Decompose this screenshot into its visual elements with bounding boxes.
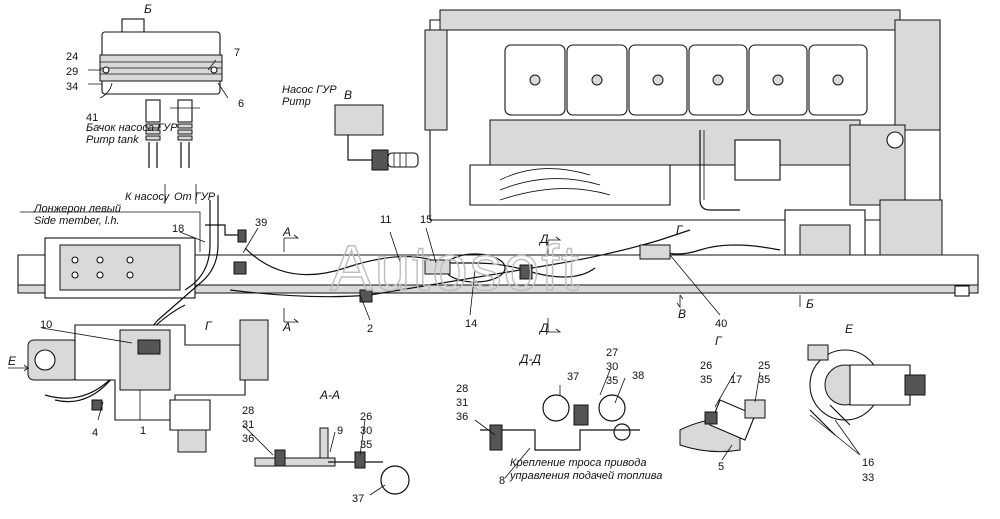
callout-1: 1 bbox=[140, 425, 146, 437]
callout-dd-36: 36 bbox=[456, 411, 468, 423]
section-label-aa: А-А bbox=[319, 388, 340, 402]
pump-tank bbox=[99, 18, 223, 168]
callout-24: 24 bbox=[66, 51, 78, 63]
callout-g-25: 25 bbox=[758, 360, 770, 372]
view-g bbox=[679, 399, 766, 453]
callout-39: 39 bbox=[255, 217, 267, 229]
callout-e-16: 16 bbox=[862, 457, 874, 469]
callout-dd-38: 38 bbox=[632, 370, 644, 382]
caption-cable-1: Крепление троса привода bbox=[510, 457, 647, 469]
view-label-e: Е bbox=[845, 322, 854, 336]
callout-g-35: 35 bbox=[700, 374, 712, 386]
callout-dd-37: 37 bbox=[567, 371, 579, 383]
caption-cable-2: управления подачей топлива bbox=[509, 470, 662, 482]
callout-15: 15 bbox=[420, 214, 432, 226]
view-label-v: В bbox=[344, 88, 352, 102]
callout-aa-37: 37 bbox=[352, 493, 364, 505]
callout-aa-35: 35 bbox=[360, 439, 372, 451]
callout-41: 41 bbox=[86, 112, 98, 124]
arrow-label-e: Е bbox=[8, 354, 17, 368]
arrow-label-d-top: Д bbox=[538, 232, 549, 246]
callout-dd-30: 30 bbox=[606, 361, 618, 373]
callout-dd-31: 31 bbox=[456, 397, 468, 409]
callout-10: 10 bbox=[40, 319, 52, 331]
arrow-label-a-bottom: А bbox=[282, 320, 291, 334]
view-e bbox=[807, 344, 926, 436]
caption-member-en: Side member, l.h. bbox=[34, 215, 120, 227]
section-label-dd: Д-Д bbox=[518, 352, 541, 366]
caption-from-pump: От ГУР bbox=[174, 191, 216, 203]
section-a-a bbox=[254, 427, 410, 495]
arrow-label-v: В bbox=[678, 307, 686, 321]
callout-29: 29 bbox=[66, 66, 78, 78]
view-label-b: Б bbox=[144, 2, 152, 16]
view-label-g: Г bbox=[715, 334, 723, 348]
callout-g-35b: 35 bbox=[758, 374, 770, 386]
callout-2: 2 bbox=[367, 323, 373, 335]
callout-4: 4 bbox=[92, 427, 98, 439]
callout-g-26: 26 bbox=[700, 360, 712, 372]
view-label-g-mark: Г bbox=[205, 319, 213, 333]
watermark: Autosoft bbox=[330, 232, 581, 304]
callout-aa-26: 26 bbox=[360, 411, 372, 423]
arrow-label-g: Г bbox=[676, 223, 684, 237]
caption-pump-ru: Насос ГУР bbox=[282, 84, 337, 96]
callouts: 24 29 34 41 7 6 18 39 11 15 10 4 1 2 14 … bbox=[40, 47, 874, 505]
caption-pump-en: Pump bbox=[282, 96, 311, 108]
section-d-d bbox=[480, 394, 640, 451]
callout-18: 18 bbox=[172, 223, 184, 235]
callout-6: 6 bbox=[238, 98, 244, 110]
pump-view-b bbox=[334, 104, 419, 171]
caption-tank-ru: Бачок насоса ГУР bbox=[86, 122, 178, 134]
callout-34: 34 bbox=[66, 81, 78, 93]
caption-to-pump: К насосу bbox=[125, 191, 171, 203]
callout-aa-30: 30 bbox=[360, 425, 372, 437]
caption-member-ru: Лонжерон левый bbox=[33, 203, 121, 215]
callout-g-5: 5 bbox=[718, 461, 724, 473]
callout-aa-9: 9 bbox=[337, 425, 343, 437]
arrow-label-d-bottom: Д bbox=[538, 321, 549, 335]
arrow-label-a-top: А bbox=[282, 225, 291, 239]
callout-dd-8: 8 bbox=[499, 475, 505, 487]
callout-g-17: 17 bbox=[730, 374, 742, 386]
callout-dd-28: 28 bbox=[456, 383, 468, 395]
arrow-label-b: Б bbox=[806, 297, 814, 311]
caption-tank-en: Pump tank bbox=[86, 134, 139, 146]
callout-aa-31: 31 bbox=[242, 419, 254, 431]
callout-11: 11 bbox=[380, 214, 391, 226]
section-arrows bbox=[8, 234, 801, 372]
callout-dd-35: 35 bbox=[606, 375, 618, 387]
callout-14: 14 bbox=[465, 318, 477, 330]
callout-dd-27: 27 bbox=[606, 347, 618, 359]
callout-e-33: 33 bbox=[862, 472, 874, 484]
callout-7: 7 bbox=[234, 47, 240, 59]
callout-40: 40 bbox=[715, 318, 727, 330]
leader-lines bbox=[20, 59, 861, 496]
steering-gear bbox=[27, 319, 269, 453]
callout-aa-28: 28 bbox=[242, 405, 254, 417]
callout-aa-36: 36 bbox=[242, 433, 254, 445]
side-member bbox=[17, 237, 979, 299]
